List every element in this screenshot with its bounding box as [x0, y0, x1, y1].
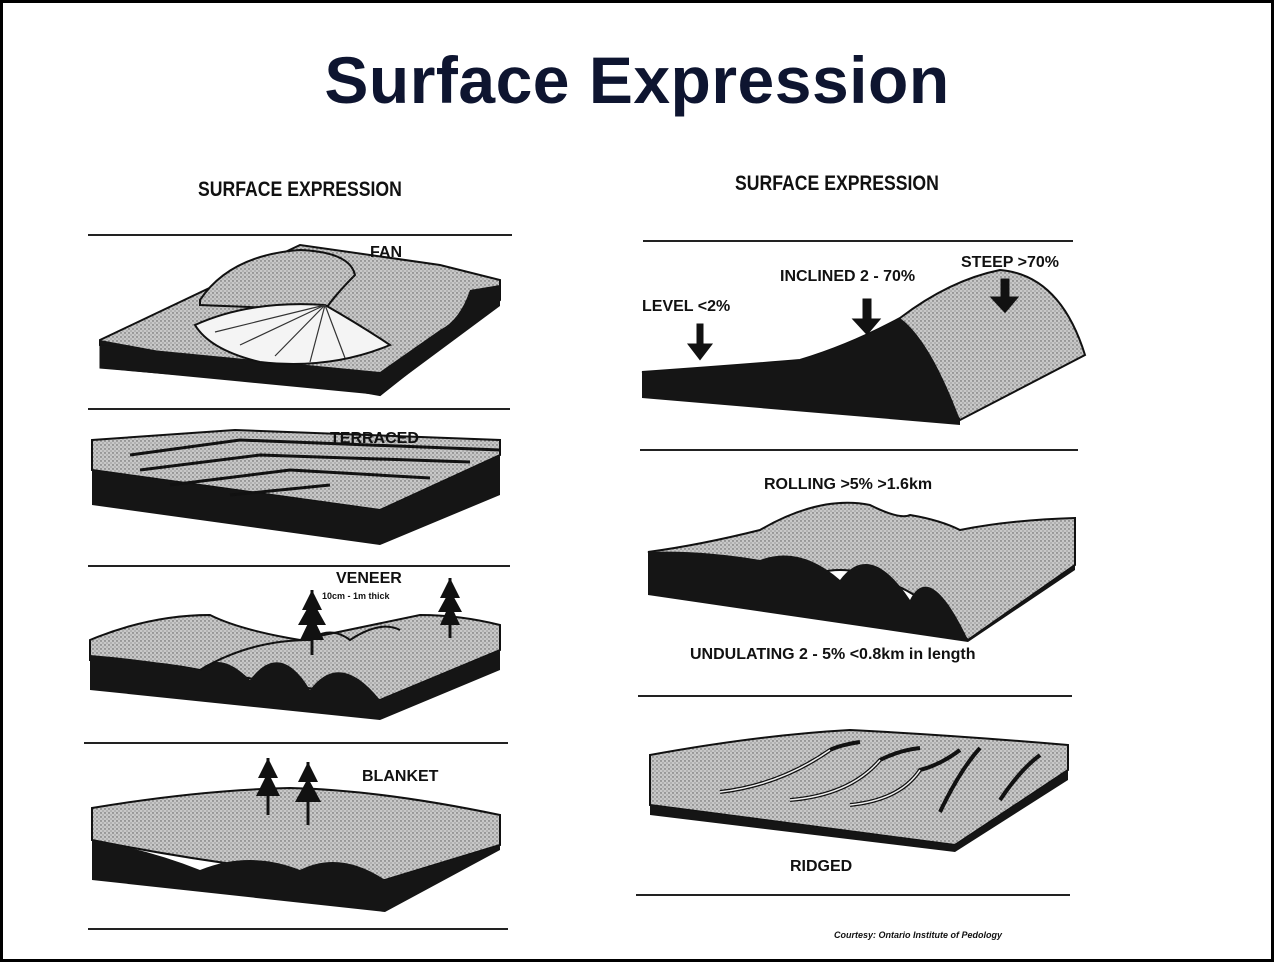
left-column-heading: SURFACE EXPRESSION [198, 178, 402, 201]
divider-rule [643, 240, 1073, 242]
divider-rule [638, 695, 1072, 697]
divider-rule [88, 234, 512, 236]
ridged-diagram [649, 728, 1069, 852]
right-column-heading: SURFACE EXPRESSION [735, 172, 939, 195]
rolling-diagram [647, 501, 1076, 642]
blanket-label: BLANKET [362, 768, 439, 785]
ridged-label: RIDGED [790, 858, 853, 875]
slope-diagram [641, 268, 1087, 425]
veneer-diagram [89, 578, 501, 720]
credit-text: Courtesy: Ontario Institute of Pedology [834, 930, 1003, 940]
fan-label: FAN [370, 244, 402, 261]
blanket-diagram [91, 758, 501, 912]
undulating-label: UNDULATING 2 - 5% <0.8km in length [690, 646, 976, 663]
veneer-label: VENEER [336, 570, 402, 587]
page-title: Surface Expression [324, 43, 950, 117]
rolling-label: ROLLING >5% >1.6km [764, 476, 933, 493]
divider-rule [88, 928, 508, 930]
inclined-slope-label: INCLINED 2 - 70% [780, 268, 916, 285]
divider-rule [636, 894, 1070, 896]
terraced-diagram [91, 428, 501, 545]
fan-diagram [99, 243, 501, 397]
terraced-label: TERRACED [330, 430, 419, 447]
divider-rule [88, 565, 510, 567]
veneer-thickness-label: 10cm - 1m thick [322, 591, 390, 601]
divider-rule [84, 742, 508, 744]
divider-rule [88, 408, 510, 410]
divider-rule [640, 449, 1078, 451]
level-slope-label: LEVEL <2% [642, 298, 731, 315]
steep-slope-label: STEEP >70% [961, 254, 1059, 271]
